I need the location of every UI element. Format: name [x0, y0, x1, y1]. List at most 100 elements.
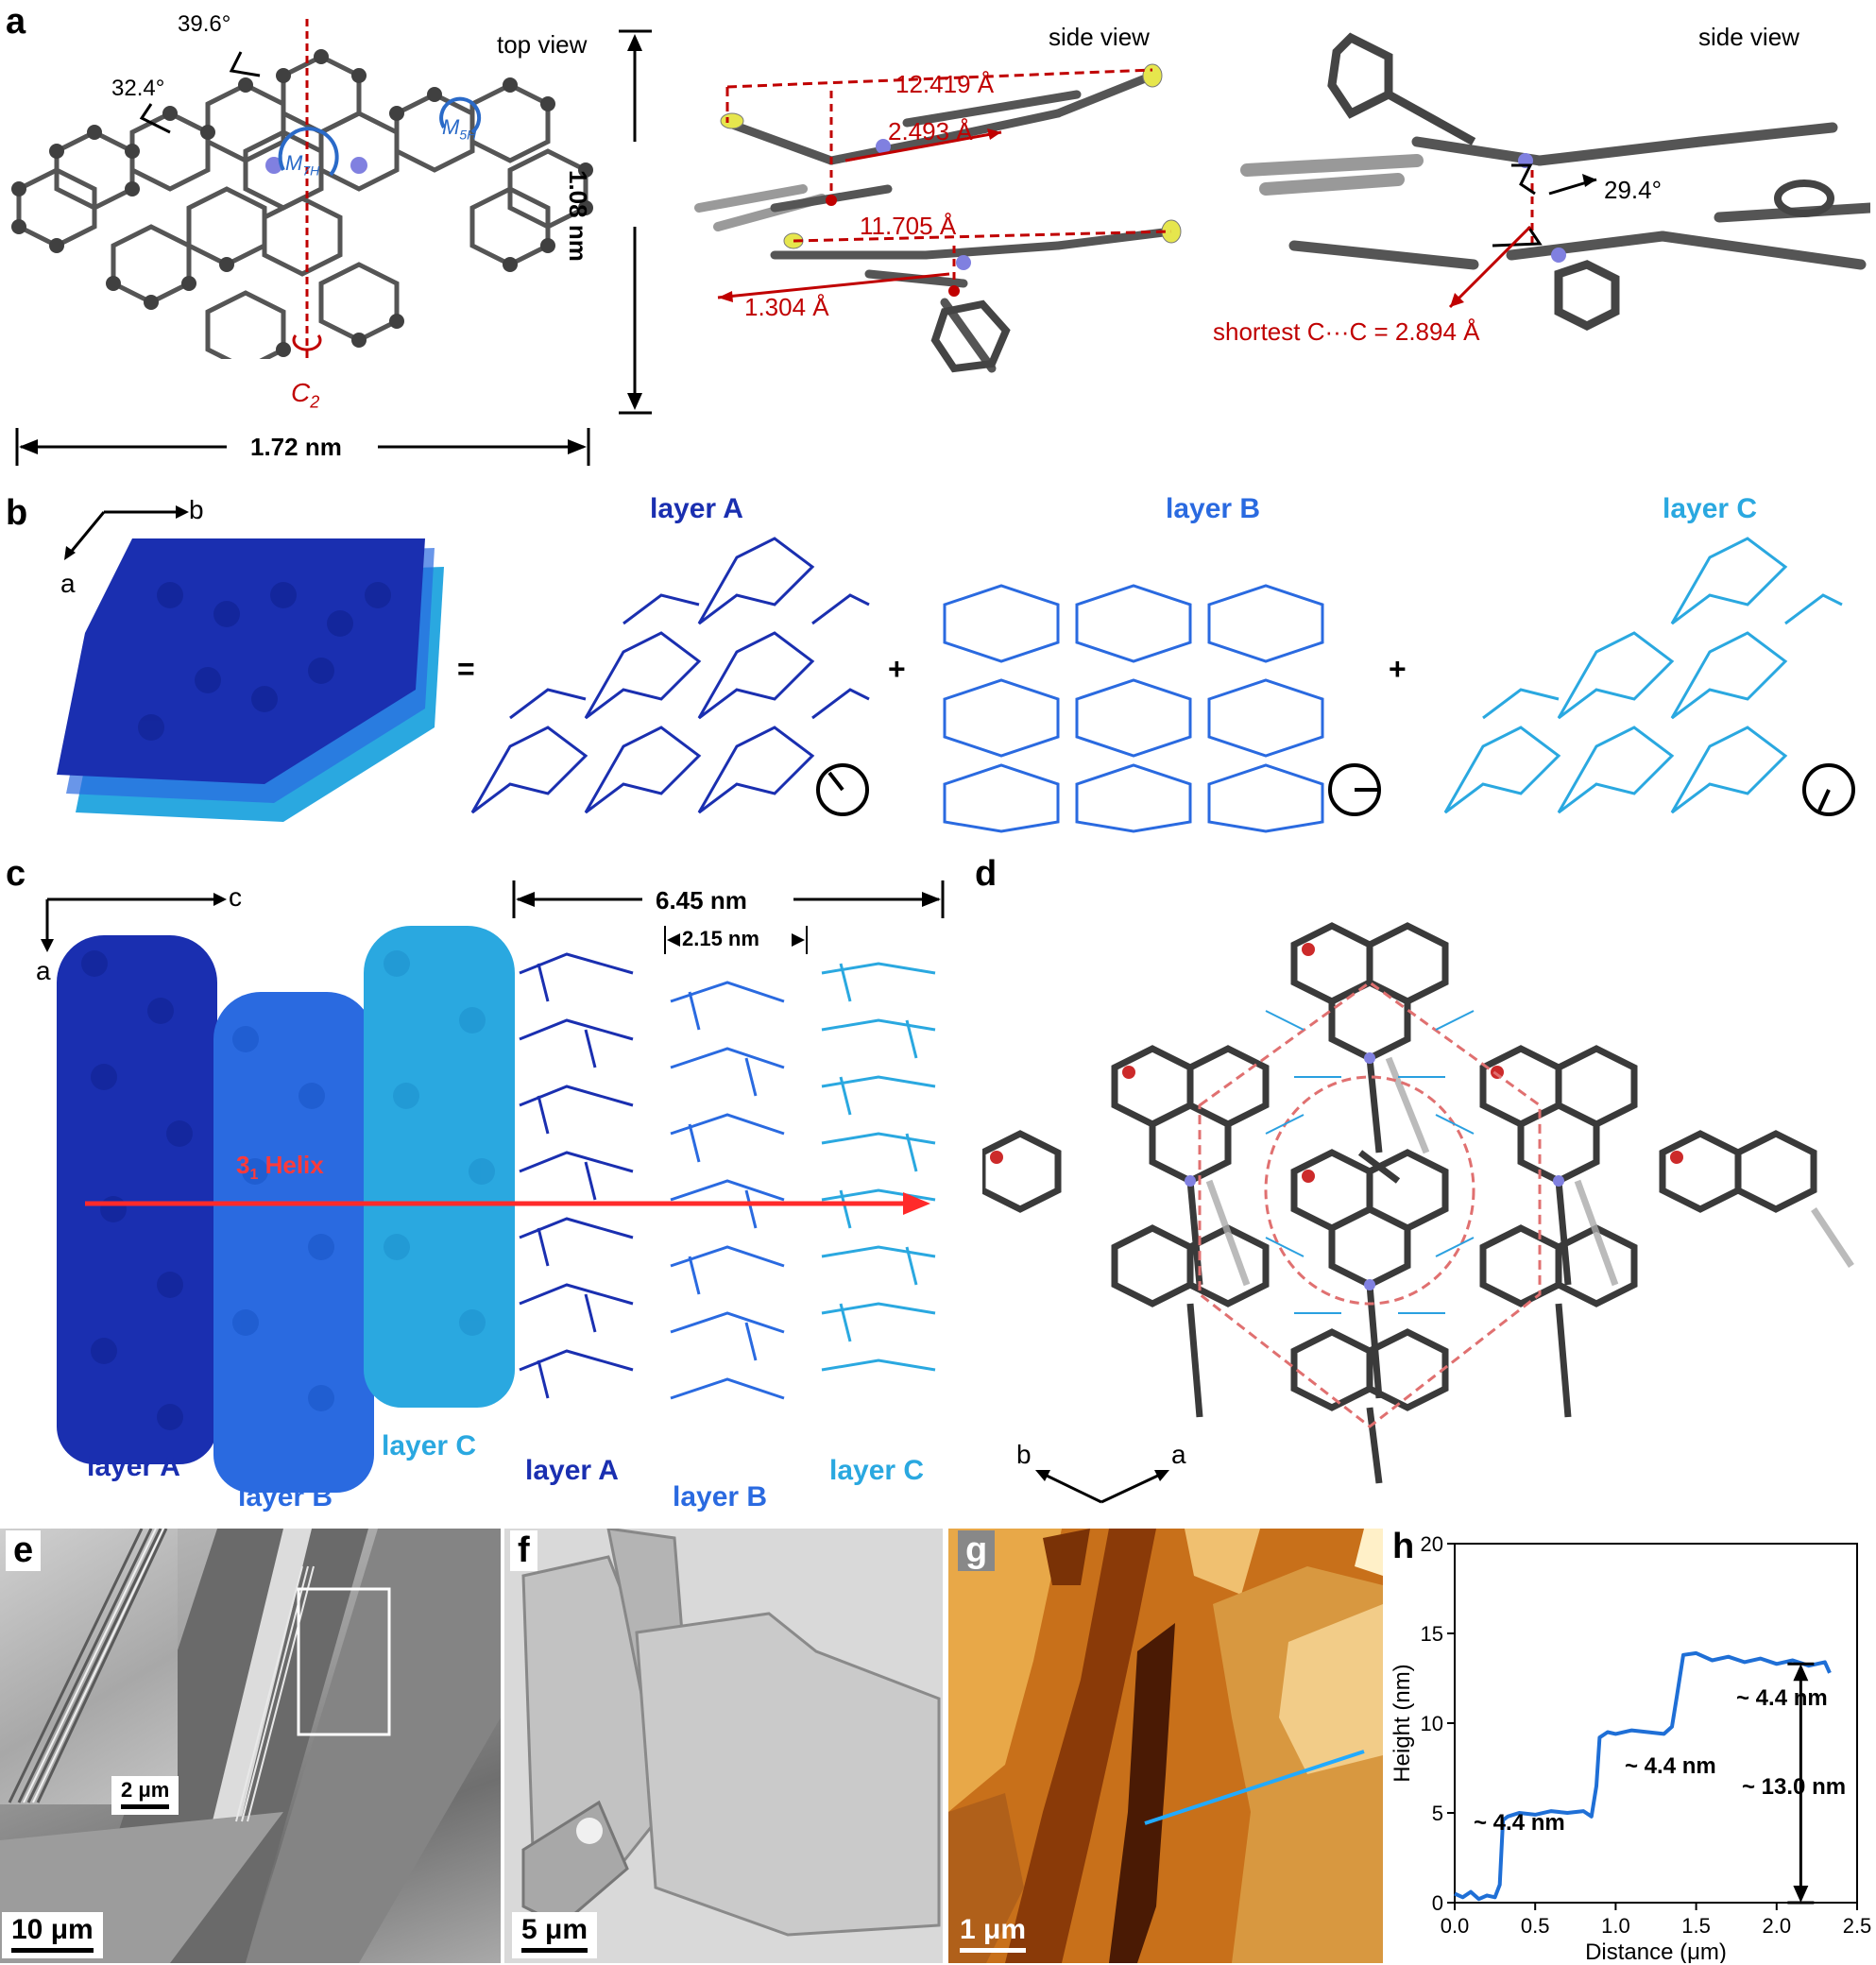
dimension-arrows-panel-c [512, 880, 945, 954]
panel-g-scale-bar: 1 μm [950, 1912, 1035, 1958]
shortest-cc-label: shortest C···C = 2.894 Å [1213, 317, 1480, 346]
panel-c-layer-a-label-2: layer A [525, 1455, 619, 1486]
panel-e-inset-scale-text: 2 μm [121, 1778, 170, 1802]
panel-h-label: h [1392, 1527, 1415, 1566]
angle-32-label: 32.4° [111, 76, 165, 101]
height-dimension-label: 1.08 nm [564, 170, 592, 262]
panel-c-axis-c: c [229, 882, 242, 912]
panel-d-crystal-packing [982, 922, 1854, 1484]
panel-c-label: c [6, 854, 26, 894]
distance-1304-label: 1.304 Å [744, 293, 829, 321]
panel-c-layer-b-label-2: layer B [673, 1481, 768, 1512]
helix-m7h-sub: 7H [302, 162, 320, 179]
clock-icon-layer-c [1802, 763, 1855, 816]
c2-main: C [291, 378, 311, 407]
side-view-1-label: side view [1049, 23, 1150, 51]
panel-d-label: d [975, 854, 998, 894]
panel-e-scale-bar: 10 μm [2, 1912, 103, 1958]
helix-arrow [85, 1192, 930, 1215]
panel-c-layer-a-label-1: layer A [87, 1451, 180, 1482]
panel-b-axis-a: a [60, 569, 76, 598]
panel-c-axes [41, 893, 227, 952]
panel-d-axis-b: b [1016, 1440, 1032, 1469]
panel-e-label: e [6, 1530, 42, 1571]
panel-g-scale-text: 1 μm [960, 1914, 1027, 1945]
panel-b-space-filling-stack [57, 538, 444, 822]
angle-29-label: 29.4° [1604, 176, 1663, 204]
helix-word: Helix [258, 1151, 324, 1179]
panel-e-inset-texture [8, 1529, 168, 1803]
y-tick-label: 15 [1421, 1622, 1443, 1646]
panel-d-axis-a: a [1171, 1440, 1186, 1469]
layer-a-space-filling [57, 935, 217, 1464]
panel-b-layer-c-stick-model [1443, 537, 1843, 814]
panel-f-texture [521, 1529, 941, 1937]
c2-axis-label: C2 [291, 378, 319, 413]
step-2-label: ~ 4.4 nm [1625, 1753, 1716, 1779]
panel-f-scale-line [521, 1948, 588, 1953]
panel-a-top-view-molecule [11, 19, 593, 359]
panel-e-scale-line [11, 1948, 94, 1953]
panel-d-axes [1035, 1470, 1169, 1504]
width-dimension-label: 1.72 nm [250, 433, 342, 461]
panel-e-inset-scale-bar: 2 μm [111, 1776, 179, 1815]
panel-c-layer-c-label-2: layer C [829, 1455, 925, 1486]
layer-c-space-filling [364, 926, 515, 1408]
panel-c-layer-b-label-1: layer B [238, 1481, 333, 1512]
panel-b-axis-b: b [189, 495, 204, 524]
c2-sub: 2 [310, 392, 320, 412]
helix-m5h-main: M [442, 115, 460, 139]
panel-c-axis-a: a [36, 956, 51, 985]
plus-sign-2: + [1389, 652, 1407, 686]
chart-x-axis-label: Distance (μm) [1585, 1939, 1727, 1963]
panel-g-scale-line [960, 1948, 1027, 1953]
chart-series-line [1454, 1650, 1832, 1902]
panel-c-stick-layers [519, 952, 936, 1400]
x-tick-label: 1.0 [1601, 1914, 1630, 1938]
panel-g-label: g [958, 1530, 996, 1571]
helix-m7h-main: M [285, 151, 303, 175]
panel-g-afm-image [948, 1529, 1383, 1963]
top-view-label: top view [497, 30, 588, 59]
helix-sub: 1 [249, 1167, 259, 1184]
helix-label: 31 Helix [236, 1151, 324, 1184]
layer-b-space-filling [213, 992, 374, 1493]
helix-m7h-label: M7H [285, 151, 319, 178]
clock-icon-layer-b [1328, 763, 1381, 816]
chart-plot-frame [1454, 1543, 1858, 1904]
x-tick-label: 2.0 [1763, 1914, 1792, 1938]
panel-b-layer-c-title: layer C [1663, 493, 1758, 524]
panel-e-inset-scale-line [121, 1804, 170, 1809]
afm-profile-line [1144, 1750, 1365, 1825]
panel-a-label: a [6, 2, 26, 42]
panel-b-layer-b-stick-model [943, 584, 1324, 833]
plus-sign-1: + [888, 652, 906, 686]
panel-e-scale-text: 10 μm [11, 1914, 94, 1945]
clock-icon-layer-a [816, 763, 869, 816]
chart-y-axis-label: Height (nm) [1390, 1664, 1415, 1782]
side-view-1-molecule [694, 63, 1182, 373]
panel-f-scale-text: 5 μm [521, 1914, 588, 1945]
panel-b-axes [64, 505, 189, 560]
total-height-label: ~ 13.0 nm [1742, 1774, 1847, 1800]
space-filling-texture [81, 950, 495, 1430]
y-tick-label: 5 [1432, 1802, 1443, 1825]
angle-39-label: 39.6° [178, 11, 231, 37]
y-tick-label: 0 [1432, 1891, 1443, 1915]
layer-width-label: 2.15 nm [682, 927, 759, 950]
helix-m5h-label: M5H [442, 115, 476, 142]
panel-b-layer-a-title: layer A [650, 493, 743, 524]
total-height-arrow-head-top [1793, 1664, 1809, 1682]
panel-e-texture [0, 1529, 501, 1963]
total-height-arrow-head-bottom [1793, 1886, 1809, 1903]
x-tick-label: 2.5 [1843, 1914, 1872, 1938]
step-1-label: ~ 4.4 nm [1474, 1810, 1565, 1836]
panel-f-sem-image [504, 1529, 943, 1963]
panel-b-layer-b-title: layer B [1166, 493, 1261, 524]
distance-12419-label: 12.419 Å [895, 70, 995, 98]
total-width-label: 6.45 nm [656, 886, 747, 914]
x-tick-label: 1.5 [1681, 1914, 1711, 1938]
distance-2493-label: 2.493 Å [888, 117, 973, 145]
dimension-arrows-panel-a [15, 29, 652, 466]
